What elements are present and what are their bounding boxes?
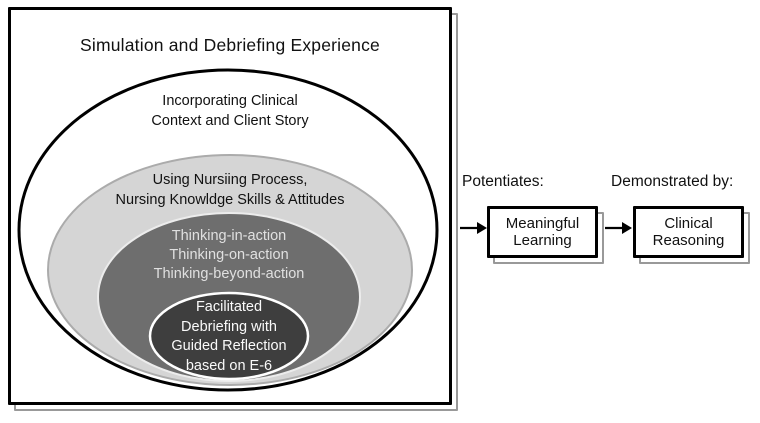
ring-label-line: Debriefing with — [181, 318, 277, 335]
box-label-line: Meaningful — [505, 215, 580, 232]
demonstrated-by-label: Demonstrated by: — [611, 173, 734, 190]
ring-label-facilitated-debriefing: Facilitated Debriefing with Guided Refle… — [150, 298, 308, 377]
ring-label-line: Using Nursiing Process, — [152, 172, 308, 188]
ring-label-line: Facilitated — [195, 299, 263, 315]
arrow-right-icon-2 — [605, 222, 632, 234]
box-label-line: Reasoning — [652, 232, 725, 249]
potentiates-label: Potentiates: — [462, 173, 544, 190]
meaningful-learning-box: Meaningful Learning — [487, 206, 598, 258]
diagram-title: Simulation and Debriefing Experience — [79, 35, 380, 55]
ring-label-thinking-levels: Thinking-in-action Thinking-on-action Th… — [98, 227, 360, 284]
ring-label-line: Thinking-in-action — [171, 228, 287, 244]
ring-label-line: Incorporating Clinical — [162, 93, 298, 109]
box-label-line: Learning — [513, 232, 572, 249]
ring-label-line: Thinking-beyond-action — [153, 266, 305, 282]
ring-label-nursing-process: Using Nursiing Process, Nursing Knowldge… — [55, 171, 405, 210]
ring-label-line: Context and Client Story — [151, 113, 309, 129]
ring-label-line: based on E-6 — [185, 358, 273, 375]
clinical-reasoning-box: Clinical Reasoning — [633, 206, 744, 258]
ring-label-line: Guided Reflection — [171, 338, 287, 355]
box-label-line: Clinical — [664, 215, 713, 232]
ring-label-line: Nursing Knowldge Skills & Attitudes — [115, 191, 345, 208]
arrow-right-icon-1 — [460, 222, 487, 234]
ring-label-incorporating-clinical: Incorporating Clinical Context and Clien… — [30, 91, 430, 131]
ring-label-line: Thinking-on-action — [169, 247, 289, 263]
